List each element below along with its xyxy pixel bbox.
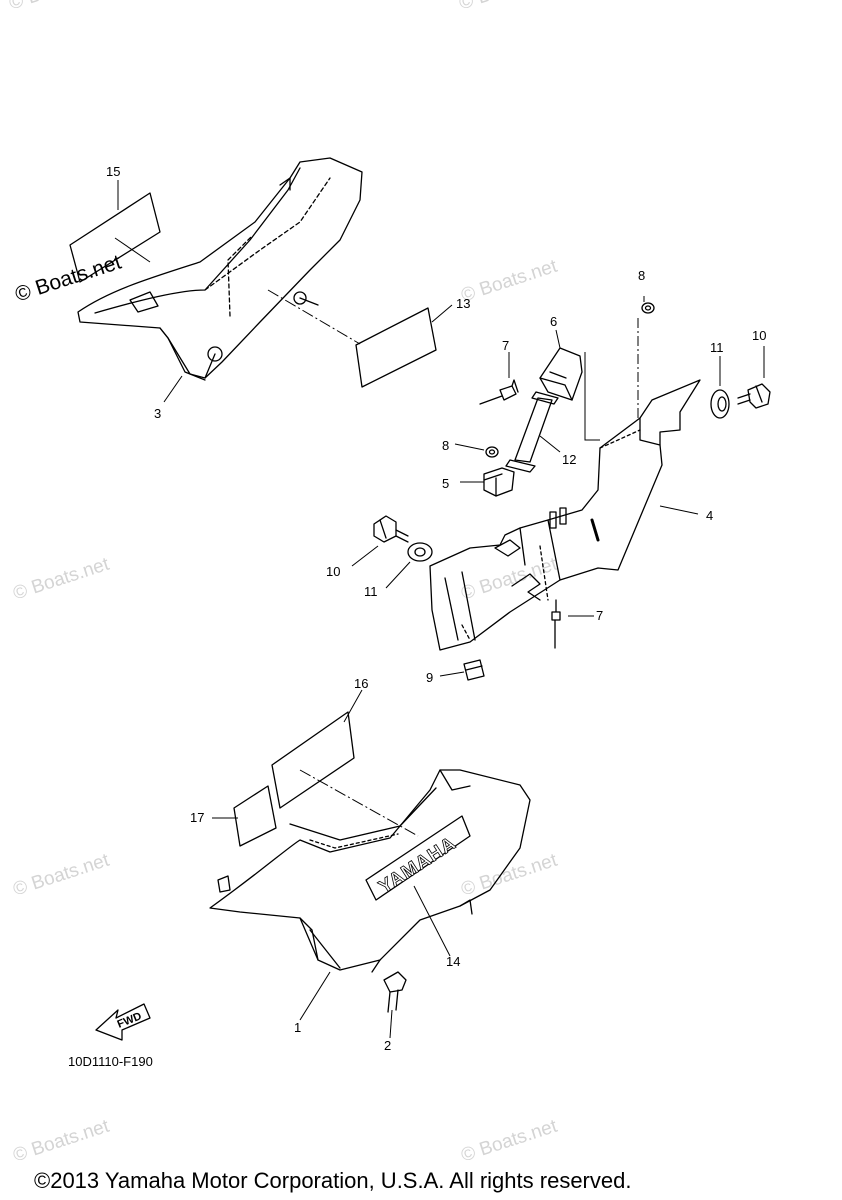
callout-4: 4 — [706, 508, 713, 523]
callout-14: 14 — [446, 954, 460, 969]
bolt-10-left — [373, 515, 409, 543]
callout-1: 1 — [294, 1020, 301, 1035]
grommet-11-right — [710, 389, 730, 419]
callout-17: 17 — [190, 810, 204, 825]
callout-11-right: 11 — [710, 340, 724, 355]
bracket-assembly — [429, 379, 701, 651]
grommet-9 — [463, 659, 485, 681]
bracket-6 — [539, 347, 583, 401]
label-13-shape — [355, 307, 437, 388]
callout-3: 3 — [154, 406, 161, 421]
strap-12 — [505, 391, 559, 473]
fwd-label: FWD — [116, 1010, 144, 1031]
washer-8-lower — [485, 446, 499, 458]
fwd-arrow-icon — [95, 1003, 151, 1041]
grommet-11-left — [407, 542, 433, 562]
callout-2: 2 — [384, 1038, 391, 1053]
leader-lines — [114, 180, 765, 1039]
label-15-shape — [69, 192, 161, 283]
side-cover-upper — [77, 157, 363, 381]
rivet-7-lower — [551, 599, 561, 649]
clip-5 — [483, 467, 515, 497]
washer-8-upper — [641, 302, 655, 314]
label-16-shape — [271, 711, 355, 809]
callout-11-left: 11 — [364, 584, 378, 599]
diagram-code: 10D1110-F190 — [68, 1054, 153, 1069]
callout-16: 16 — [354, 676, 368, 691]
bolt-10-right — [737, 383, 771, 409]
bolt-2 — [383, 971, 407, 1013]
callout-15: 15 — [106, 164, 120, 179]
callouts: 1 2 3 4 5 6 7 7 8 8 9 10 10 11 11 12 13 … — [106, 164, 766, 1053]
callout-7-upper: 7 — [502, 338, 509, 353]
copyright-notice: ©2013 Yamaha Motor Corporation, U.S.A. A… — [34, 1168, 632, 1193]
callout-9: 9 — [426, 670, 433, 685]
rivet-7-upper — [479, 379, 519, 405]
label-17-shape — [233, 785, 277, 847]
callout-8-lower: 8 — [442, 438, 449, 453]
callout-8-upper: 8 — [638, 268, 645, 283]
callout-6: 6 — [550, 314, 557, 329]
callout-12: 12 — [562, 452, 576, 467]
callout-13: 13 — [456, 296, 470, 311]
side-cover-lower — [209, 769, 531, 973]
callout-7-lower: 7 — [596, 608, 603, 623]
callout-5: 5 — [442, 476, 449, 491]
callout-10-left: 10 — [326, 564, 340, 579]
callout-10-right: 10 — [752, 328, 766, 343]
